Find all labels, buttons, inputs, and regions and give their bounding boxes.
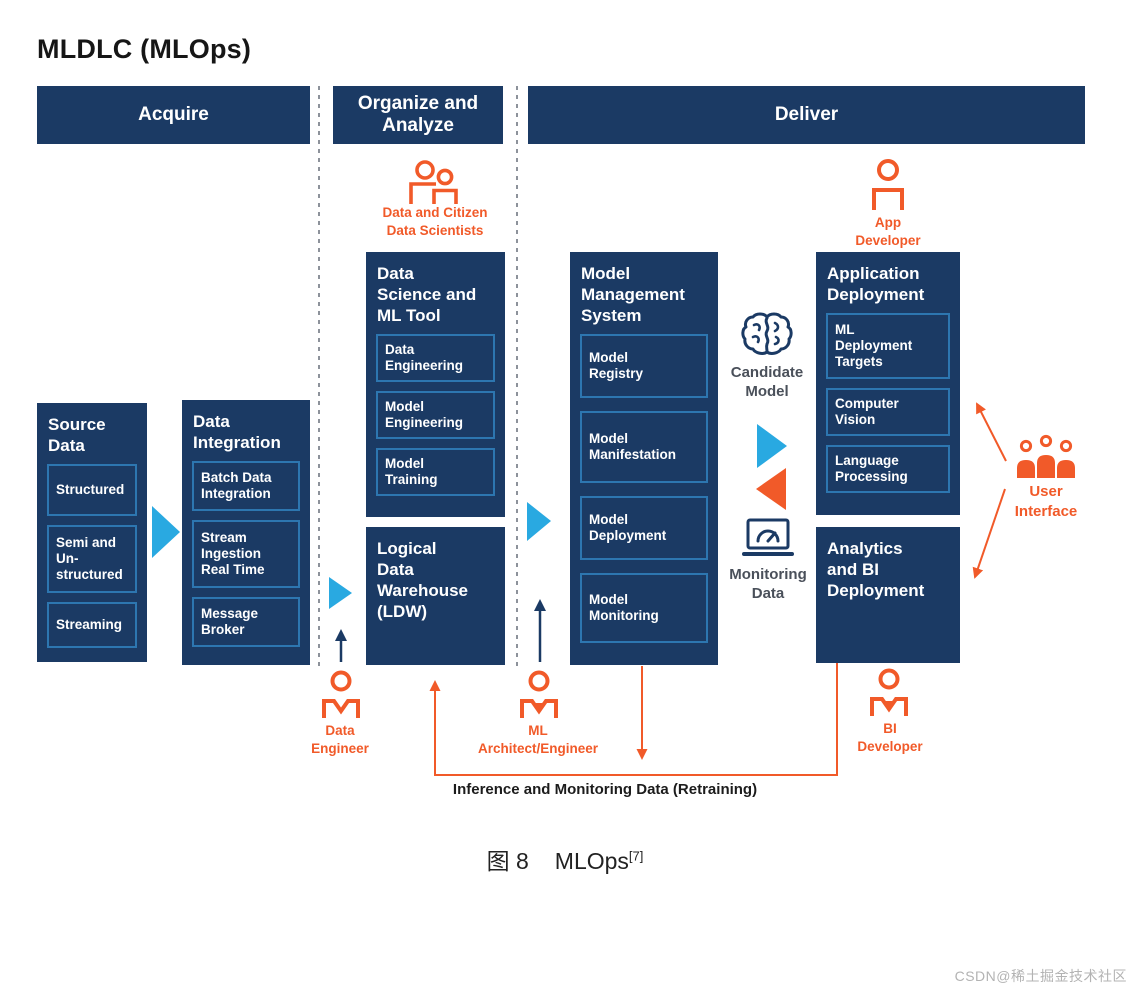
phase-acquire: Acquire	[37, 86, 310, 144]
box-title: Data Integration	[193, 412, 281, 452]
sub-item-model-manifestation: Model Manifestation	[580, 411, 708, 483]
arrow-ui-to-application	[976, 402, 1007, 462]
box-analytics-bi-deployment: Analytics and BI Deployment	[816, 527, 960, 663]
app-developer-label: App Developer	[855, 215, 921, 248]
box-title: Analytics and BI Deployment	[827, 539, 925, 600]
sub-item-model-monitoring: Model Monitoring	[580, 573, 708, 643]
box-logical-data-warehouse: Logical Data Warehouse (LDW)	[366, 527, 505, 665]
sub-item-model-training: Model Training	[376, 448, 495, 496]
retraining-loop-line	[429, 663, 838, 776]
box-title: Model Management System	[581, 264, 685, 325]
diagram-title: MLDLC (MLOps)	[37, 34, 252, 64]
sub-item-model-engineering: Model Engineering	[376, 391, 495, 439]
sub-item-ml-deployment-targets: ML Deployment Targets	[826, 313, 950, 379]
user-interface-icon	[1014, 432, 1078, 480]
flow-arrow-monitoring-left	[756, 468, 786, 510]
sub-item-model-deployment: Model Deployment	[580, 496, 708, 560]
sub-item-structured: Structured	[47, 464, 137, 516]
figure-reference: [7]	[628, 848, 644, 864]
bi-developer-label: BI Developer	[857, 721, 923, 754]
box-data-integration: Data Integration Batch Data Integration …	[182, 400, 310, 665]
phase-organize-analyze: Organize and Analyze	[333, 86, 503, 144]
box-application-deployment: Application Deployment ML Deployment Tar…	[816, 252, 960, 515]
sub-item-stream-ingestion: Stream Ingestion Real Time	[192, 520, 300, 588]
box-title: Application Deployment	[827, 264, 925, 304]
bi-developer-icon	[866, 668, 912, 718]
flow-arrow-integration-to-science	[329, 577, 352, 609]
data-engineer-icon	[318, 670, 364, 720]
candidate-model-label: Candidate Model	[730, 364, 804, 400]
ml-architect-label: ML Architect/Engineer	[477, 723, 599, 756]
data-engineer-label: Data Engineer	[311, 723, 369, 756]
sub-item-message-broker: Message Broker	[192, 597, 300, 647]
flow-arrow-candidate-model-right	[757, 424, 787, 468]
flow-arrow-source-to-integration	[152, 506, 180, 558]
watermark: CSDN@稀土掘金技术社区	[954, 968, 1127, 984]
figure-title: MLOps	[554, 848, 629, 874]
box-title: Data Science and ML Tool	[377, 264, 477, 325]
flow-arrow-ldw-to-model-management	[527, 502, 551, 541]
user-interface-label: User Interface	[1014, 483, 1078, 520]
monitoring-data-icon	[740, 518, 796, 558]
ml-architect-icon	[516, 670, 562, 720]
app-developer-icon	[868, 158, 908, 212]
sub-item-data-engineering: Data Engineering	[376, 334, 495, 382]
box-data-science-ml-tool: Data Science and ML Tool Data Engineerin…	[366, 252, 505, 517]
box-model-management-system: Model Management System Model Registry M…	[570, 252, 718, 665]
sub-item-streaming: Streaming	[47, 602, 137, 648]
sub-item-computer-vision: Computer Vision	[826, 388, 950, 436]
box-title: Logical Data Warehouse (LDW)	[377, 539, 469, 621]
data-scientists-label: Data and Citizen Data Scientists	[382, 205, 488, 238]
box-title: Source Data	[48, 415, 106, 455]
sub-item-language-processing: Language Processing	[826, 445, 950, 493]
box-source-data: Source Data Structured Semi and Un- stru…	[37, 403, 147, 662]
arrow-ui-to-analytics	[972, 488, 1006, 579]
retraining-label: Inference and Monitoring Data (Retrainin…	[452, 781, 758, 798]
monitoring-data-label: Monitoring Data	[729, 566, 807, 602]
phase-deliver: Deliver	[528, 86, 1085, 144]
data-scientists-icon	[408, 160, 462, 206]
figure-caption: 图 8 MLOps[7]	[0, 842, 1130, 876]
sub-item-model-registry: Model Registry	[580, 334, 708, 398]
sub-item-batch-data-integration: Batch Data Integration	[192, 461, 300, 511]
candidate-model-brain-icon	[740, 310, 794, 358]
figure-number: 图 8	[486, 848, 529, 874]
sub-item-semi-unstructured: Semi and Un- structured	[47, 525, 137, 593]
